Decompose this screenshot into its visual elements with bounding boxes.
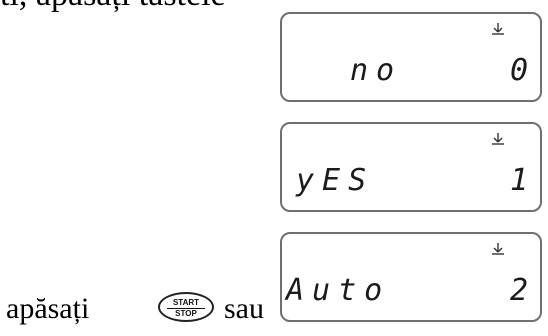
lcd-mode-text: Auto — [286, 273, 391, 308]
lcd-display-yes: yES 1 — [280, 122, 542, 212]
start-stop-button[interactable]: START STOP — [158, 292, 214, 322]
tare-symbol-icon — [492, 243, 504, 255]
tare-symbol-icon — [492, 23, 504, 35]
start-label: START — [172, 298, 200, 307]
instruction-text-after: sau — [224, 292, 264, 325]
lcd-value-text: 1 — [509, 163, 528, 198]
lcd-mode-text: yES — [296, 163, 375, 198]
stop-label: STOP — [175, 309, 197, 318]
lcd-value-text: 0 — [509, 53, 528, 88]
lcd-mode-text: no — [350, 53, 403, 88]
instruction-text-before: apăsați — [6, 292, 90, 325]
lcd-value-text: 2 — [509, 273, 528, 308]
previous-line-fragment: ti, apăsați tastele — [0, 0, 226, 12]
button-divider — [167, 308, 205, 309]
tare-symbol-icon — [492, 133, 504, 145]
lcd-display-no: no 0 — [280, 12, 542, 102]
lcd-display-auto: Auto 2 — [280, 232, 542, 322]
